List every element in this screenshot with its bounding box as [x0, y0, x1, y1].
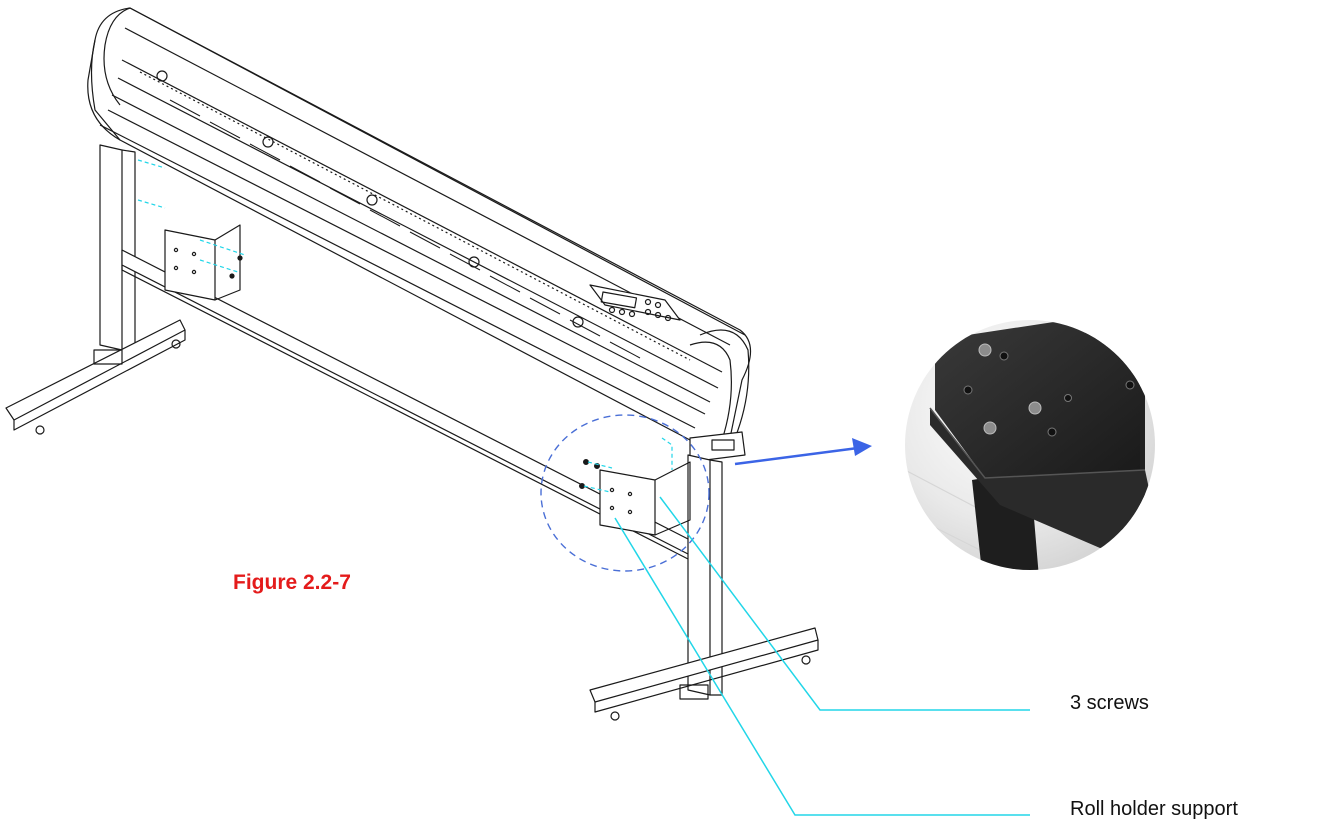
left-stand-leg [5, 144, 186, 435]
right-arrow-icon [734, 438, 872, 466]
ruler-marks [169, 99, 641, 359]
left-roll-holder-support [137, 159, 246, 301]
screws-leader-line [659, 496, 1030, 711]
right-roll-holder-support [578, 437, 691, 536]
right-end-bracket [689, 431, 746, 463]
highlight-ellipse [540, 414, 710, 572]
figure-caption: Figure 2.2-7 [233, 571, 351, 594]
bracket-detail-photo [905, 320, 1155, 570]
plate-screws [963, 320, 1135, 437]
callout-label-screws: 3 screws [1070, 692, 1149, 714]
plotter-line-art [5, 7, 819, 721]
callout-leader-lines [614, 496, 1030, 816]
panel-buttons [608, 298, 672, 322]
plotter-body [87, 7, 752, 441]
callout-label-roll-holder-support: Roll holder support [1070, 798, 1238, 820]
control-panel [589, 284, 681, 322]
support-leader-line [614, 517, 1030, 816]
